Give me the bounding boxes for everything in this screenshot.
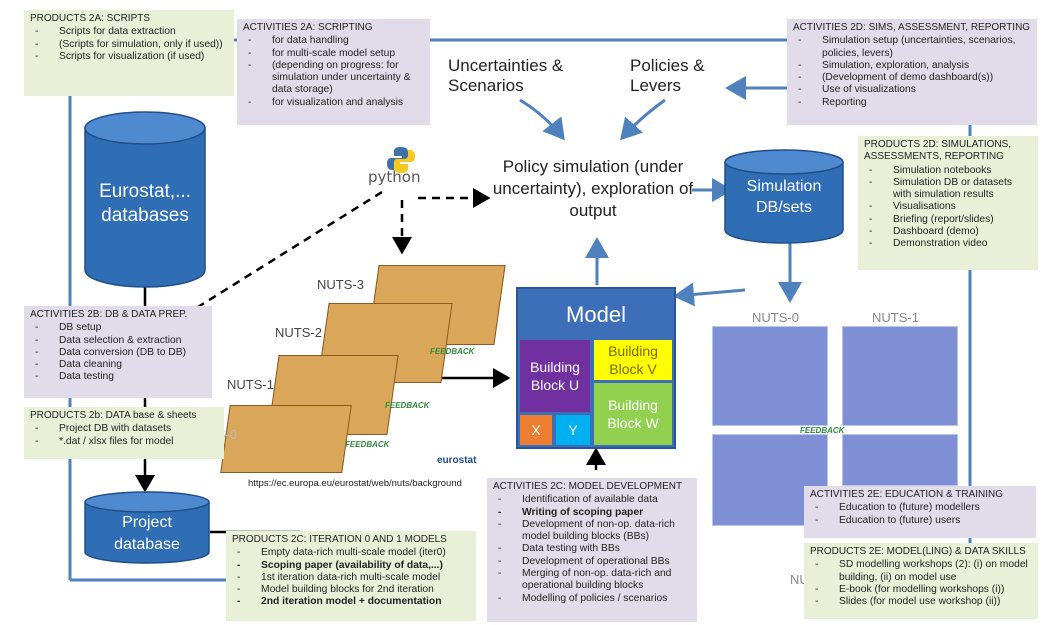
products-2c-title: PRODUCTS 2c: ITERATION 0 and 1 MODELS — [232, 534, 447, 545]
nuts-source-url: https://ec.europa.eu/eurostat/web/nuts/b… — [248, 478, 462, 489]
products-2a-title: PRODUCTS 2a: SCRIPTS — [30, 13, 151, 24]
activities-2c-title: ACTIVITIES 2c: MODEL DEVELOPMENT — [493, 481, 683, 492]
list-item: Slides (for model use workshop (ii)) — [815, 596, 1032, 609]
model-title: Model — [566, 302, 626, 327]
eurostat-database-cylinder — [84, 111, 206, 288]
list-item: Education to (future) modellers — [815, 502, 1030, 515]
nuts2-label: NUTS-2 — [275, 325, 322, 340]
block-x: X — [520, 415, 552, 445]
list-item: Simulation setup (uncertainties, scenari… — [798, 35, 1031, 60]
list-item: Modelling of policies / scenarios — [498, 593, 691, 606]
right-map-nuts0 — [712, 326, 828, 426]
arrow-uncertainties — [519, 98, 565, 141]
right-nuts1-label: NUTS-1 — [872, 310, 919, 325]
list-item: Reporting — [798, 97, 1031, 110]
feedback-label-2: FEEDBACK — [385, 401, 430, 410]
activities-2e-title: ACTIVITIES 2e: EDUCATION & TRAINING — [810, 489, 1003, 500]
products-2b-title: PRODUCTS 2b: DATA base & sheets — [30, 410, 197, 421]
list-item: Scripts for visualization (if used) — [35, 51, 228, 64]
activities-2c-box: ACTIVITIES 2c: MODEL DEVELOPMENT Identif… — [487, 478, 697, 622]
list-item: 1st iteration data-rich multi-scale mode… — [237, 572, 470, 585]
list-item: Data conversion (DB to DB) — [35, 347, 206, 360]
building-block-u: Building Block U — [520, 340, 590, 412]
list-item: Data testing with BBs — [498, 543, 691, 556]
feedback-label-1: FEEDBACK — [430, 347, 475, 356]
list-item: for data handling — [248, 35, 424, 48]
list-item: Briefing (report/slides) — [869, 214, 1032, 227]
activities-2d-title: ACTIVITIES 2d: SIMS, ASSESSMENT, REPORTI… — [793, 22, 1031, 33]
list-item: Development of operational BBs — [498, 556, 691, 569]
nuts1-label: NUTS-1 — [227, 377, 274, 392]
list-item: Use of visualizations — [798, 84, 1031, 97]
building-block-v: Building Block V — [594, 340, 672, 380]
list-item: Empty data-rich multi-scale model (iter0… — [237, 547, 470, 560]
map-nuts0 — [220, 405, 352, 473]
line-python-activities — [189, 190, 383, 314]
list-item: for visualization and analysis — [248, 97, 424, 110]
products-2a-box: PRODUCTS 2a: SCRIPTS Scripts for data ex… — [24, 10, 234, 96]
activities-2d-box: ACTIVITIES 2d: SIMS, ASSESSMENT, REPORTI… — [787, 19, 1037, 125]
feedback-label-3: FEEDBACK — [345, 440, 390, 449]
uncertainties-scenarios-label: Uncertainties & Scenarios — [448, 56, 564, 95]
activities-2b-title: ACTIVITIES 2b: DB & DATA PREP. — [30, 309, 188, 320]
list-item: 2nd iteration model + documentation — [237, 596, 470, 609]
python-label: python — [368, 168, 421, 186]
building-block-w: Building Block W — [594, 383, 672, 445]
eurostat-database-label: Eurostat,... databases — [99, 181, 191, 226]
python-logo-icon — [387, 147, 415, 173]
activities-2e-box: ACTIVITIES 2e: EDUCATION & TRAINING Educ… — [804, 486, 1036, 538]
list-item: (depending on progress: for simulation u… — [248, 60, 424, 97]
project-database-label: Project database — [114, 514, 180, 553]
list-item: Scoping paper (availability of data,...) — [237, 560, 470, 573]
products-2d-box: PRODUCTS 2d: SIMULATIONS, ASSESSMENTS, R… — [858, 136, 1038, 270]
policy-simulation-label: Policy simulation (under uncertainty), e… — [492, 157, 694, 220]
products-2d-title: PRODUCTS 2d: SIMULATIONS, ASSESSMENTS, R… — [864, 139, 1012, 163]
list-item: Education to (future) users — [815, 515, 1030, 528]
list-item: Simulation notebooks — [869, 165, 1032, 178]
list-item: Identification of available data — [498, 494, 691, 507]
list-item: Visualisations — [869, 201, 1032, 214]
list-item: Development of non-op. data-rich model b… — [498, 519, 691, 544]
list-item: Demonstration video — [869, 238, 1032, 251]
policies-levers-label: Policies & Levers — [630, 56, 705, 95]
list-item: for multi-scale model setup — [248, 48, 424, 61]
list-item: Data selection & extraction — [35, 335, 206, 348]
products-2c-box: PRODUCTS 2c: ITERATION 0 and 1 MODELS Em… — [226, 531, 476, 621]
products-2e-title: PRODUCTS 2e: MODEL(LING) & DATA SKILLS — [810, 546, 1026, 557]
right-map-nuts3 — [842, 434, 958, 486]
list-item: Scripts for data extraction — [35, 26, 228, 39]
products-2b-box: PRODUCTS 2b: DATA base & sheets Project … — [24, 407, 224, 459]
simulation-db-label: Simulation DB/sets — [746, 178, 822, 216]
list-item: Simulation, exploration, analysis — [798, 60, 1031, 73]
list-item: Dashboard (demo) — [869, 226, 1032, 239]
right-nuts0-label: NUTS-0 — [752, 310, 799, 325]
arrow-simdb-model — [673, 282, 746, 307]
products-2e-box: PRODUCTS 2e: MODEL(LING) & DATA SKILLS S… — [804, 543, 1038, 619]
list-item: Writing of scoping paper — [498, 507, 691, 520]
list-item: E-book (for modelling workshops (i)) — [815, 584, 1032, 597]
list-item: SD modelling workshops (2): (i) on model… — [815, 559, 1032, 584]
list-item: (Scripts for simulation, only if used)) — [35, 39, 228, 52]
list-item: DB setup — [35, 322, 206, 335]
list-item: Simulation DB or datasets with simulatio… — [869, 177, 1032, 202]
activities-2a-title: ACTIVITIES 2a: SCRIPTING — [243, 22, 373, 33]
list-item: Merging of non-op. data-rich and operati… — [498, 568, 691, 593]
list-item: Project DB with datasets — [35, 423, 218, 436]
activities-2b-box: ACTIVITIES 2b: DB & DATA PREP. DB setup … — [24, 306, 212, 398]
eurostat-logo: eurostat — [437, 455, 477, 466]
nuts-maps-group: NUTS-3 NUTS-2 NUTS-1 NUTS-0 FEEDBACK FEE… — [190, 255, 506, 490]
arrow-policies — [619, 98, 666, 141]
nuts3-label: NUTS-3 — [317, 277, 364, 292]
activities-2a-box: ACTIVITIES 2a: SCRIPTING for data handli… — [237, 19, 430, 125]
list-item: Data cleaning — [35, 359, 206, 372]
list-item: Model building blocks for 2nd iteration — [237, 584, 470, 597]
block-y: Y — [556, 415, 590, 445]
simulation-db-cylinder — [724, 149, 844, 244]
list-item: (Development of demo dashboard(s)) — [798, 72, 1031, 85]
list-item: Data testing — [35, 371, 206, 384]
project-database-cylinder — [84, 491, 210, 564]
list-item: *.dat / xlsx files for model — [35, 436, 218, 449]
right-map-nuts1 — [842, 326, 958, 426]
right-feedback-label: FEEDBACK — [800, 426, 845, 435]
